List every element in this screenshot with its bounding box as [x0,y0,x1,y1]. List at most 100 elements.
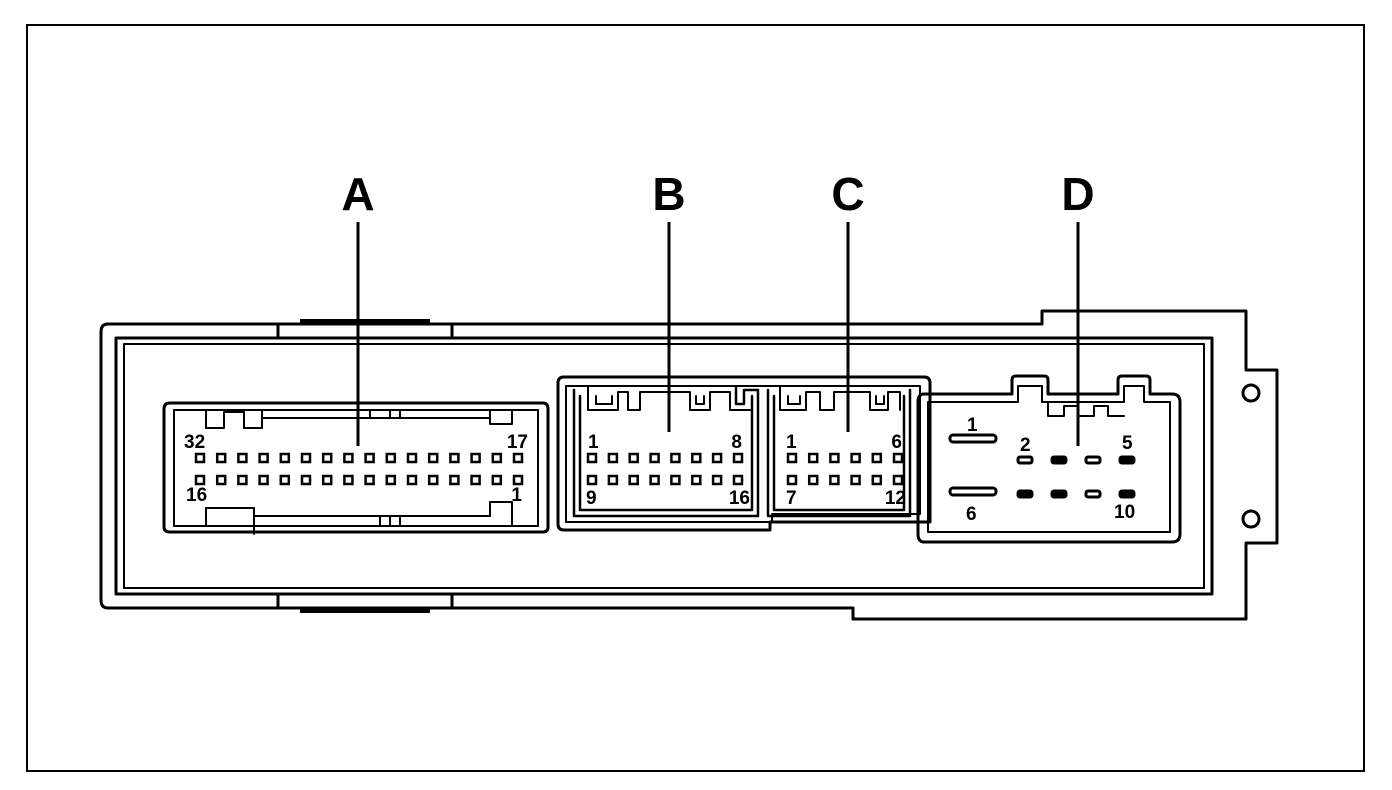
connector-a-pin-30 [470,452,481,464]
connector-c-pin-11 [871,474,883,486]
connector-b-pin-10 [607,474,619,486]
connector-a-pin-label-bottom-right: 1 [511,485,522,506]
connector-a-pin-21 [279,452,291,464]
connector-b-pin-1 [586,452,598,464]
connector-a-pin-4 [258,474,269,486]
connector-b-pin-6 [691,452,702,464]
terminal-d-1 [948,433,998,444]
connector-c-pin-8 [807,474,819,486]
connector-a-pin-29 [449,452,460,464]
connector-d-terminals [948,433,1136,499]
terminal-d-5 [1118,455,1136,465]
connector-a-pin-11 [406,474,418,486]
connector-c-pins [786,452,904,486]
connector-a-pin-31 [491,452,503,464]
connector-a-pin-3 [237,474,248,486]
mounting-hole-bottom [1241,509,1261,529]
terminal-d-8 [1050,489,1068,499]
connector-c-pin-4 [850,452,861,464]
connector-d-letter: D [1061,168,1094,220]
connector-c-pin-2 [807,452,819,464]
connector-c-pin-9 [829,474,840,486]
terminal-d-9 [1084,489,1102,499]
connector-b-pin-9 [586,474,598,486]
connector-c-pin-7 [786,474,798,486]
terminal-d-7 [1016,489,1034,499]
connector-a-pin-17 [194,452,206,464]
connector-c-pin-label-top-right: 6 [891,432,902,453]
connector-bc-housing [556,375,932,532]
connector-c [766,385,912,518]
connector-a-pin-28 [427,452,439,464]
terminal-d-10 [1118,489,1136,499]
connector-d-pin-label-bottom-left: 6 [966,504,977,525]
connector-a-pin-15 [491,474,503,486]
connector-a-letter: A [341,168,374,220]
connector-a [162,401,550,535]
connector-a-pin-14 [470,474,481,486]
connector-a-pins [194,452,524,486]
connector-a-pin-5 [279,474,291,486]
mounting-hole-top [1241,383,1261,403]
connector-a-pin-label-bottom-left: 16 [186,485,207,506]
connector-a-pin-20 [258,452,269,464]
connector-c-pin-6 [892,452,904,464]
module-housing [99,309,1279,621]
terminal-d-4 [1084,455,1102,465]
connector-a-pin-1 [194,474,206,486]
connector-b-pin-12 [649,474,660,486]
connector-b-pin-label-bottom-left: 9 [586,488,597,509]
connector-a-pin-2 [215,474,227,486]
connector-a-pin-22 [300,452,312,464]
connector-c-pin-12 [892,474,904,486]
connector-b-pin-16 [732,474,744,486]
connector-a-pin-32 [512,452,524,464]
connector-d-pin-label-top-mid: 2 [1020,435,1031,456]
connector-a-pin-16 [512,474,524,486]
connector-a-pin-label-top-right: 17 [507,432,528,453]
leader-lines [356,222,1080,446]
connector-a-pin-18 [215,452,227,464]
connector-a-pin-24 [343,452,354,464]
connector-a-pin-10 [385,474,397,486]
connector-b-pin-13 [670,474,681,486]
connector-b-pin-label-bottom-right: 16 [729,488,750,509]
connector-c-pin-1 [786,452,798,464]
connector-a-pin-27 [406,452,418,464]
connector-a-pin-8 [343,474,354,486]
terminal-d-3 [1050,455,1068,465]
connector-d-pin-label-bottom-right: 10 [1114,502,1135,523]
connector-b-pin-label-top-right: 8 [731,432,742,453]
connector-b-pin-15 [711,474,723,486]
connector-d [916,374,1182,544]
connector-b-pin-4 [649,452,660,464]
connector-b-pin-3 [628,452,639,464]
connector-b-pin-5 [670,452,681,464]
connector-c-pin-10 [850,474,861,486]
connector-b-pin-14 [691,474,702,486]
connector-a-pin-13 [449,474,460,486]
connector-b-pin-7 [711,452,723,464]
connector-a-pin-6 [300,474,312,486]
connector-c-pin-label-bottom-right: 12 [885,488,906,509]
connector-a-pin-19 [237,452,248,464]
connector-c-pin-3 [829,452,840,464]
connector-a-pin-12 [427,474,439,486]
connector-a-pin-9 [364,474,375,486]
connector-d-pin-label-top-right: 5 [1122,433,1133,454]
connector-b-pin-8 [732,452,744,464]
connector-c-pin-5 [871,452,883,464]
connector-b-pins [586,452,744,486]
figure-frame [26,24,1365,772]
terminal-d-6 [948,486,998,497]
connector-a-pin-26 [385,452,397,464]
connector-b-letter: B [652,168,685,220]
connector-a-pin-7 [321,474,333,486]
connector-c-pin-label-bottom-left: 7 [786,488,797,509]
terminal-d-2 [1016,455,1034,465]
connector-b-pin-2 [607,452,619,464]
connector-a-pin-25 [364,452,375,464]
connector-c-pin-label-top-left: 1 [786,432,797,453]
